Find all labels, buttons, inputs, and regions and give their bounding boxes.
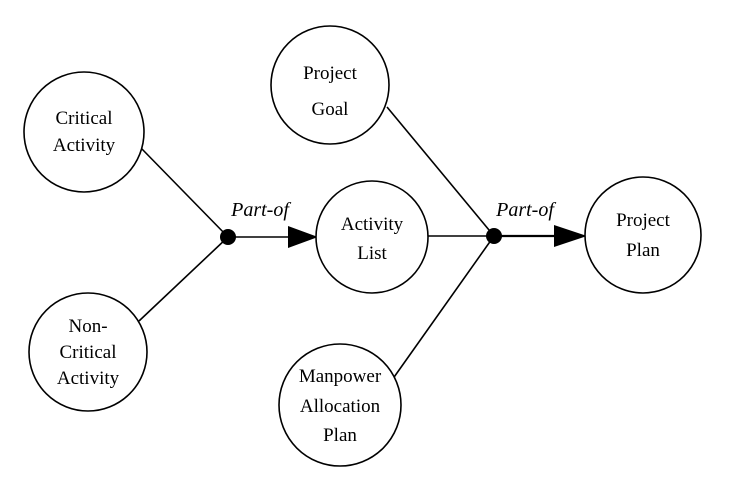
arrowhead-to-project-plan	[554, 225, 587, 247]
node-non-critical-activity: Non- Critical Activity	[28, 292, 148, 412]
node-circle	[270, 25, 390, 145]
node-label-line: Plan	[323, 425, 357, 446]
junction-dot-1	[220, 229, 236, 245]
node-label-line: Activity	[53, 135, 116, 156]
node-label-line: Goal	[312, 99, 349, 120]
node-label-line: Plan	[626, 240, 660, 261]
node-manpower-allocation-plan: Manpower Allocation Plan	[278, 343, 402, 467]
node-label-line: Manpower	[299, 366, 382, 387]
node-project-plan: Project Plan	[584, 176, 702, 294]
node-project-goal: Project Goal	[270, 25, 390, 145]
node-label-line: Critical	[56, 108, 113, 129]
node-circle	[278, 343, 402, 467]
node-circle	[23, 71, 145, 193]
node-label-line: Project	[616, 210, 671, 231]
node-label-line: Activity	[341, 214, 404, 235]
node-label-line: Project	[303, 63, 358, 84]
relation-label-1: Part-of	[230, 199, 291, 221]
arrowhead-to-activity-list	[288, 226, 318, 248]
node-circle	[584, 176, 702, 294]
edge-noncritical-to-junction-1	[138, 236, 229, 322]
node-activity-list: Activity List	[315, 180, 429, 294]
node-label-line: Non-	[68, 316, 107, 337]
relation-label-2: Part-of	[495, 199, 556, 221]
node-label-line: Critical	[60, 342, 117, 363]
node-label-line: Allocation	[300, 396, 381, 417]
edge-critical-to-junction-1	[140, 147, 229, 238]
edge-manpower-to-junction-2	[391, 235, 495, 381]
node-critical-activity: Critical Activity	[23, 71, 145, 193]
junction-dot-2	[486, 228, 502, 244]
node-label-line: List	[357, 243, 387, 264]
edge-project-goal-to-junction-2	[386, 106, 495, 237]
node-label-line: Activity	[57, 368, 120, 389]
node-circle	[315, 180, 429, 294]
node-circle	[28, 292, 148, 412]
